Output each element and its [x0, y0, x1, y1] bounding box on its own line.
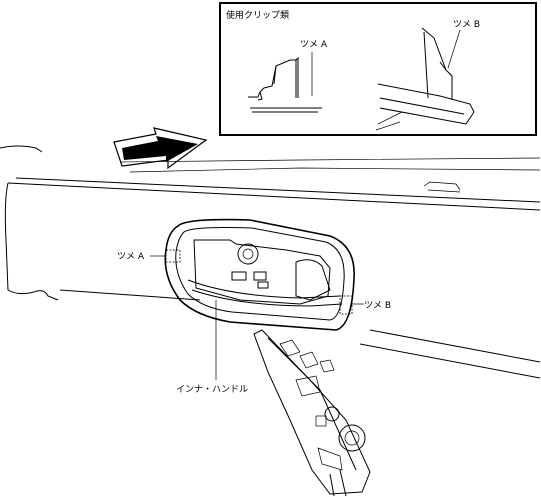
clip-a-drawing — [248, 56, 322, 113]
callout-tab-a-label: ツメ A — [117, 252, 145, 262]
callout-tab-b-label: ツメ B — [364, 301, 391, 311]
clip-detail-inset: 使用クリップ類 ツメ A ツメ B — [219, 2, 537, 136]
inset-label-b: ツメ B — [453, 20, 480, 30]
callout-tab-b: ツメ B — [352, 301, 391, 311]
lower-trim-bracket — [253, 329, 371, 497]
inset-label-a: ツメ A — [300, 40, 328, 50]
label-b-leader — [447, 29, 461, 69]
inner-handle-assembly — [164, 218, 355, 331]
clip-b-drawing — [375, 27, 475, 131]
inset-frame — [219, 2, 537, 136]
callout-inner-handle-label: インナ・ハンドル — [176, 384, 248, 395]
inset-title: 使用クリップ類 — [226, 9, 289, 21]
door-panel — [0, 145, 541, 379]
removal-direction-arrow-icon — [113, 127, 208, 170]
callout-inner-handle: インナ・ハンドル — [176, 300, 248, 395]
callout-tab-a: ツメ A — [117, 252, 166, 262]
